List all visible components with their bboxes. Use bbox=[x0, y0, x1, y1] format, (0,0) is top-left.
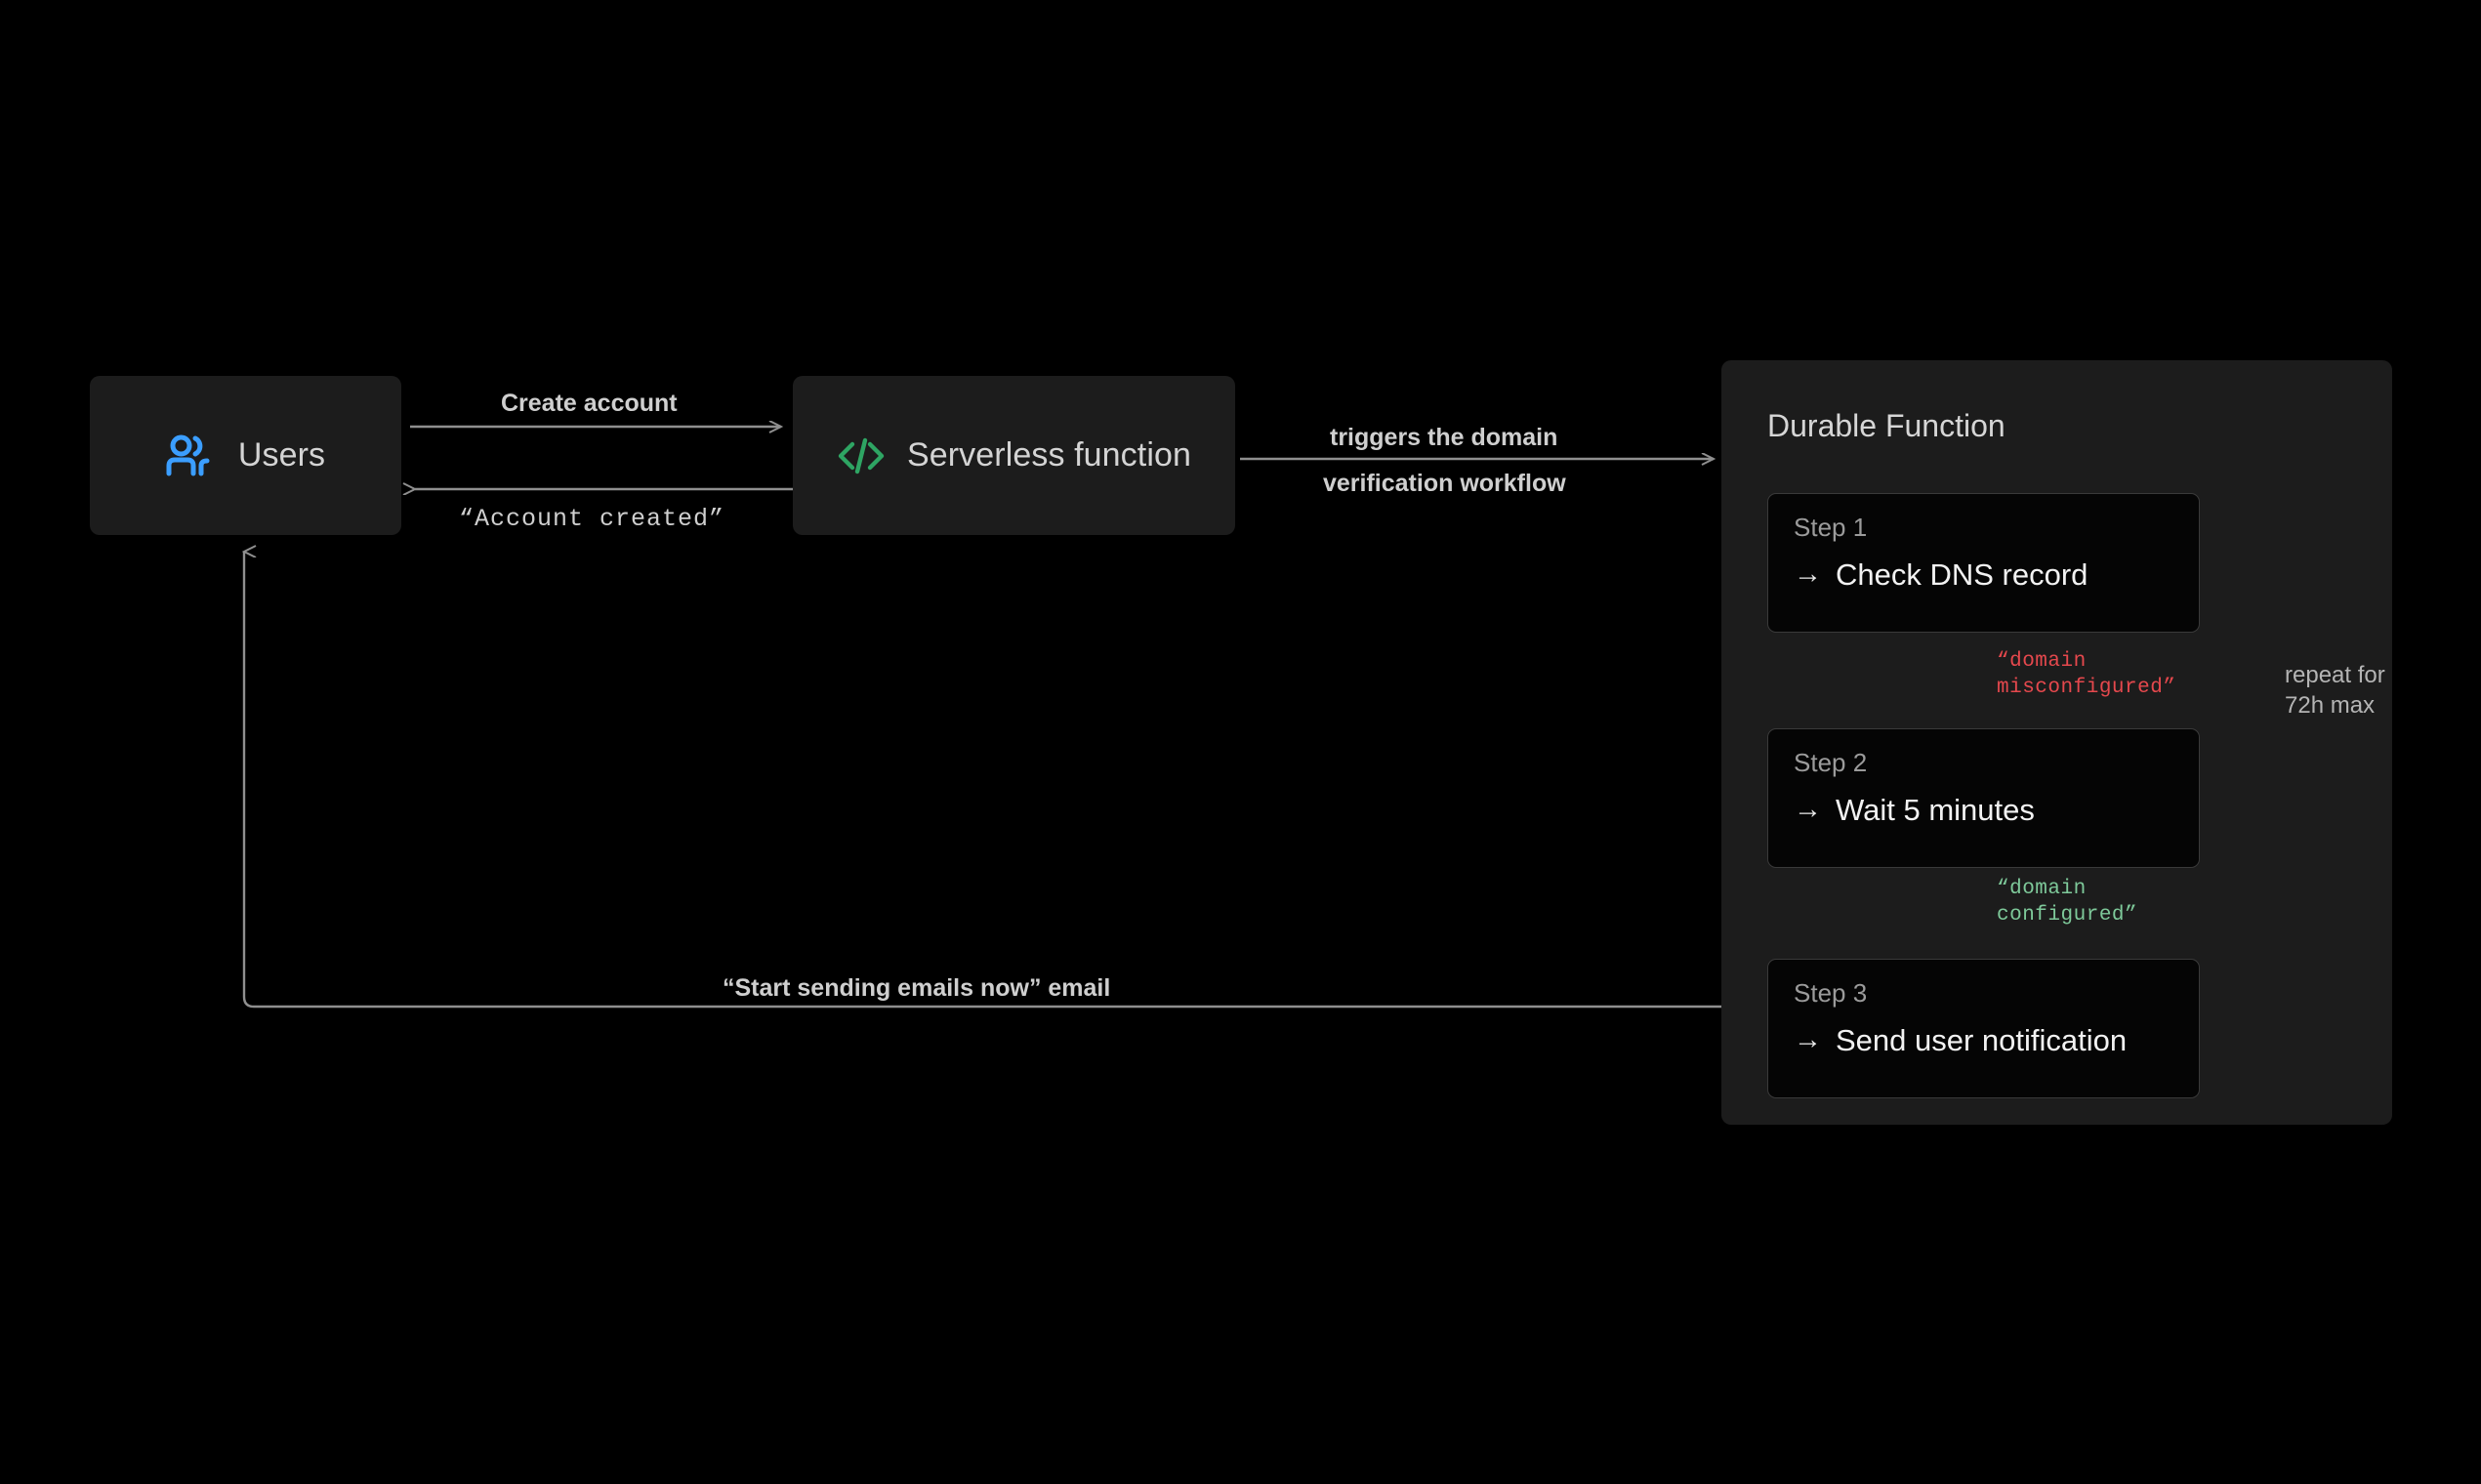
step-2-kicker: Step 2 bbox=[1794, 748, 1868, 777]
users-icon bbox=[166, 433, 217, 478]
step-1-label: Check DNS record bbox=[1836, 556, 2088, 592]
entity-users[interactable]: Users bbox=[90, 376, 401, 535]
edge-label-trigger-workflow-line1: triggers the domain bbox=[1330, 424, 1558, 451]
edge-label-create-account: Create account bbox=[501, 390, 678, 417]
arrow-right-icon: → bbox=[1794, 794, 1822, 826]
loop-label-repeat: repeat for 72h max bbox=[2285, 661, 2385, 721]
wire-start-sending-emails bbox=[244, 552, 1763, 1009]
transition-configured-line2: configured” bbox=[1997, 903, 2138, 927]
loop-label-line1: repeat for bbox=[2285, 662, 2385, 688]
panel-title: Durable Function bbox=[1767, 408, 2005, 443]
code-icon bbox=[837, 435, 886, 476]
edge-label-start-sending-emails: “Start sending emails now” email bbox=[723, 974, 1111, 1002]
transition-configured-line1: “domain bbox=[1997, 878, 2087, 900]
arrow-right-icon: → bbox=[1794, 558, 1822, 591]
entity-serverless-function[interactable]: Serverless function bbox=[793, 376, 1235, 535]
step-3-kicker: Step 3 bbox=[1794, 978, 1868, 1008]
transition-misconfigured-line1: “domain bbox=[1997, 650, 2087, 673]
transition-misconfigured-line2: misconfigured” bbox=[1997, 676, 2176, 699]
step-2-body: → Wait 5 minutes bbox=[1794, 793, 2173, 828]
step-3-body: → Send user notification bbox=[1794, 1023, 2173, 1058]
step-3-label: Send user notification bbox=[1836, 1022, 2128, 1057]
transition-label-configured: “domain configured” bbox=[1997, 877, 2137, 929]
step-card-1[interactable]: Step 1 → Check DNS record bbox=[1767, 493, 2200, 633]
arrow-right-icon: → bbox=[1794, 1024, 1822, 1056]
step-1-body: → Check DNS record bbox=[1794, 557, 2173, 593]
entity-serverless-label: Serverless function bbox=[906, 436, 1192, 474]
edge-label-account-created: “Account created” bbox=[459, 505, 725, 533]
step-card-3[interactable]: Step 3 → Send user notification bbox=[1767, 959, 2200, 1098]
transition-label-misconfigured: “domain misconfigured” bbox=[1997, 649, 2175, 702]
entity-users-label: Users bbox=[237, 436, 326, 474]
step-1-kicker: Step 1 bbox=[1794, 513, 1868, 542]
edge-label-trigger-workflow-line2: verification workflow bbox=[1323, 470, 1566, 497]
loop-label-line2: 72h max bbox=[2285, 691, 2376, 719]
step-card-2[interactable]: Step 2 → Wait 5 minutes bbox=[1767, 728, 2200, 868]
step-2-label: Wait 5 minutes bbox=[1836, 792, 2035, 827]
